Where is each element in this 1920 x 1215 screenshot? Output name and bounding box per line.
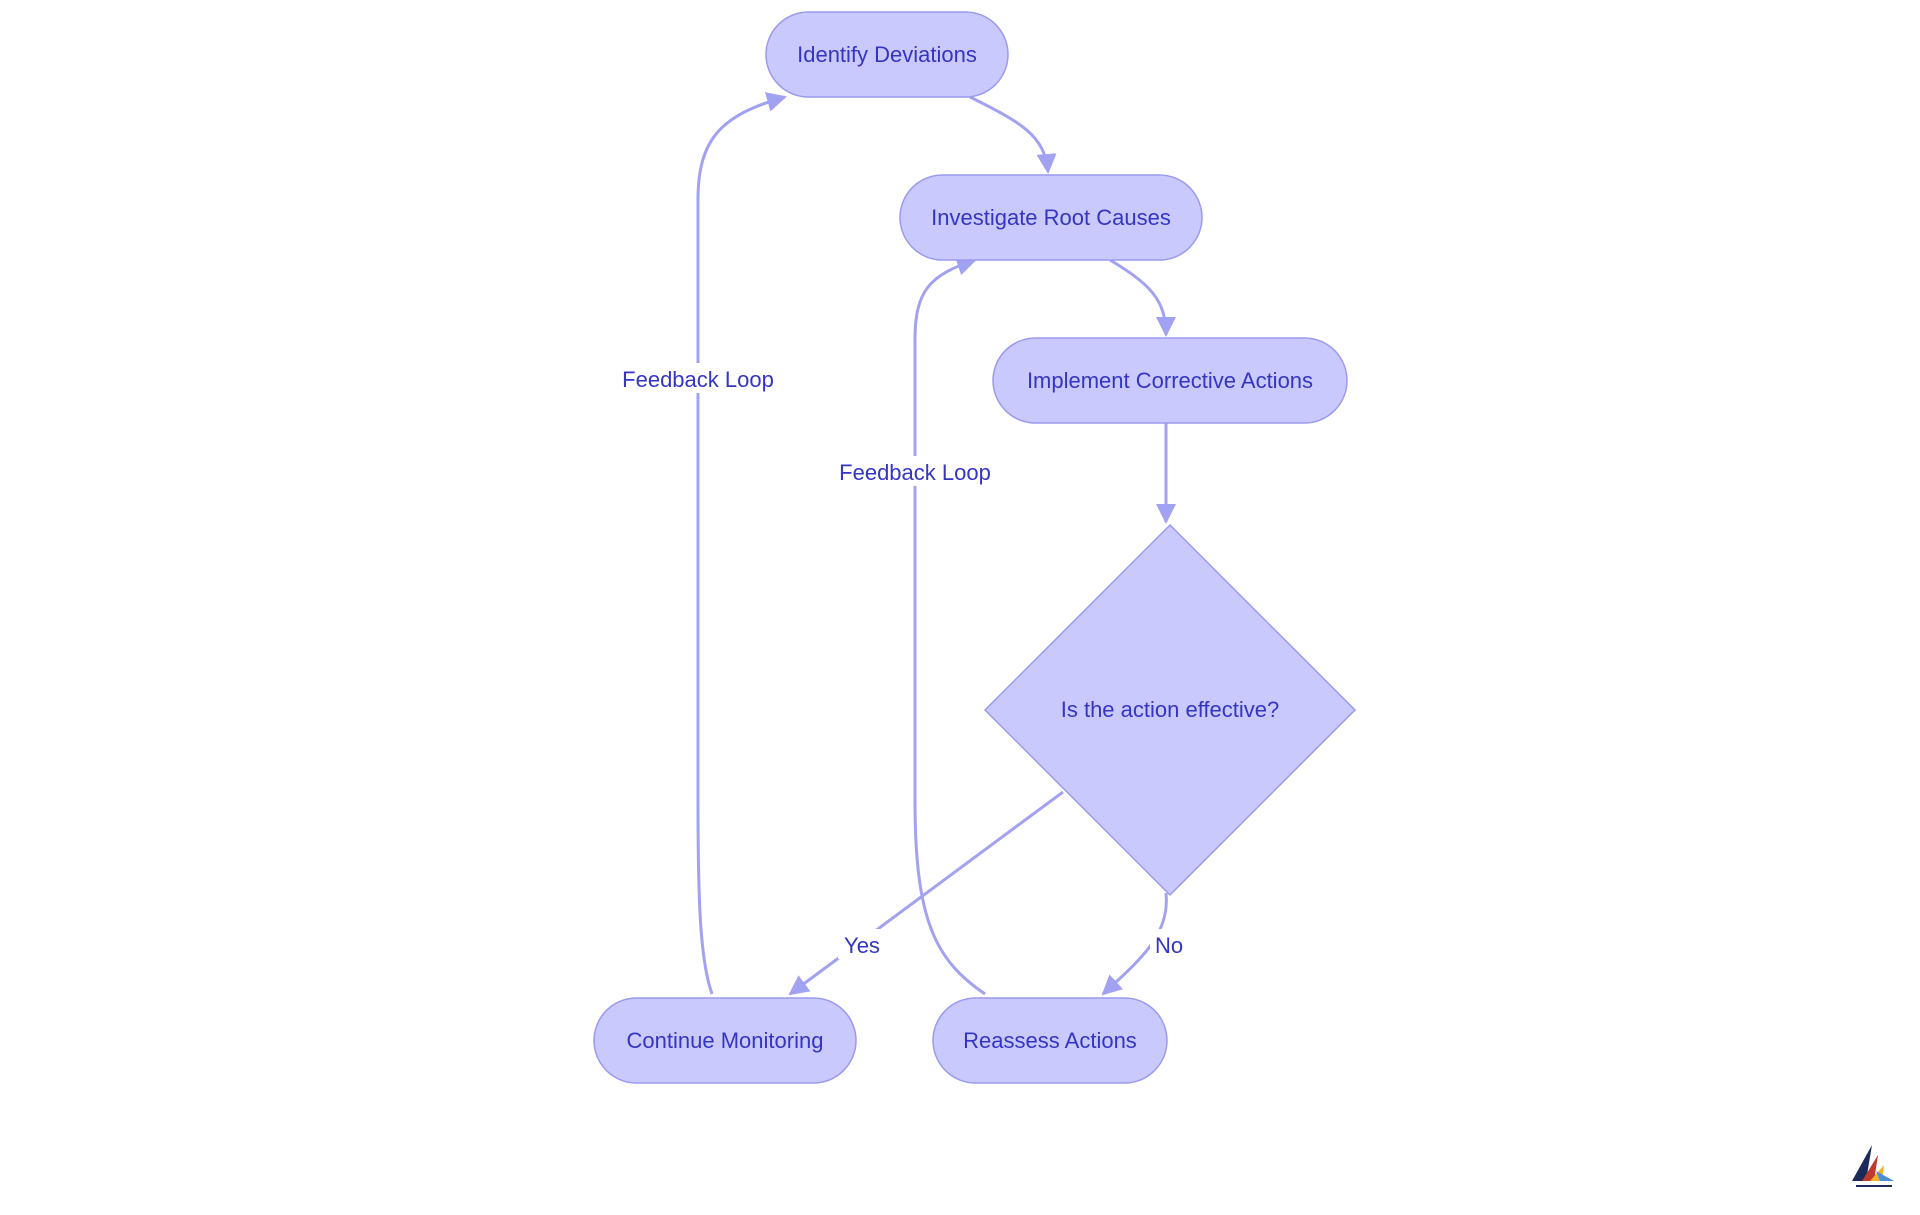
node-implement-corrective-actions: Implement Corrective Actions [992, 337, 1348, 424]
node-continue-monitoring: Continue Monitoring [593, 997, 857, 1084]
edge-label-yes-text: Yes [844, 933, 880, 958]
company-logo-icon [1852, 1145, 1894, 1187]
edge-feedback-left [696, 92, 787, 995]
edge-label-feedback-mid-text: Feedback Loop [839, 460, 991, 485]
edge-label-feedback-left: Feedback Loop [622, 363, 774, 393]
node-reassess-actions-label: Reassess Actions [963, 1028, 1137, 1053]
edge-label-feedback-left-text: Feedback Loop [622, 367, 774, 392]
node-decision-effective: Is the action effective? [983, 523, 1357, 897]
edge-decision-no [1101, 892, 1168, 996]
edge-label-no: No [1150, 929, 1188, 959]
node-continue-monitoring-label: Continue Monitoring [627, 1028, 824, 1053]
node-decision-effective-label: Is the action effective? [1061, 697, 1280, 722]
edge-identify-to-investigate [969, 95, 1057, 174]
edge-label-yes: Yes [838, 929, 886, 959]
node-identify-deviations: Identify Deviations [765, 11, 1009, 98]
node-identify-deviations-label: Identify Deviations [797, 42, 977, 67]
edge-label-no-text: No [1155, 933, 1183, 958]
node-implement-corrective-actions-label: Implement Corrective Actions [1027, 368, 1313, 393]
edge-decision-yes [788, 790, 1064, 996]
node-reassess-actions: Reassess Actions [932, 997, 1168, 1084]
edge-feedback-mid [913, 256, 986, 996]
edge-investigate-to-implement [1109, 258, 1176, 337]
edge-label-feedback-mid: Feedback Loop [838, 456, 992, 486]
node-investigate-root-causes-label: Investigate Root Causes [931, 205, 1171, 230]
node-investigate-root-causes: Investigate Root Causes [899, 174, 1203, 261]
